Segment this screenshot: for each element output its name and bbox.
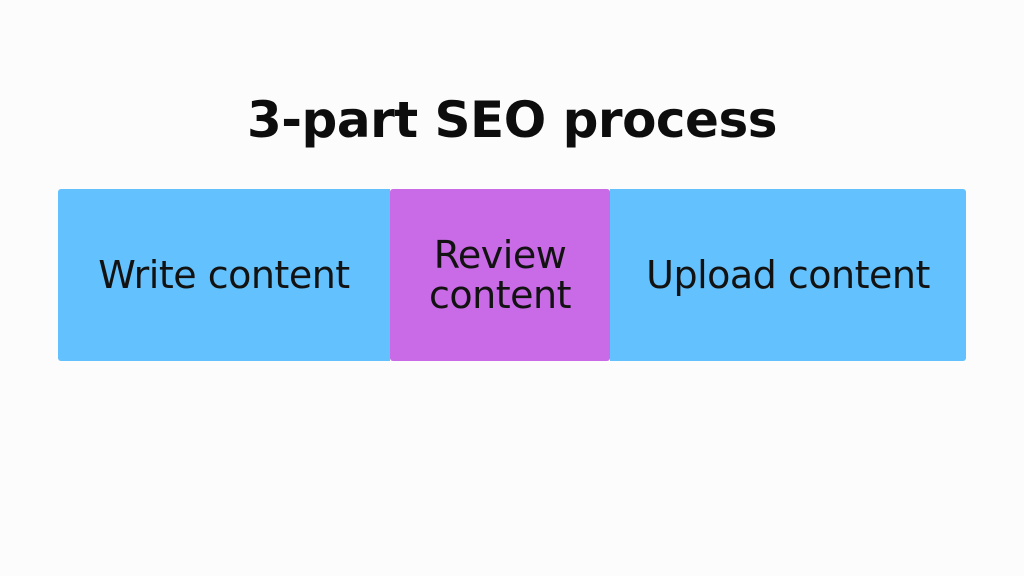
step-label: Review content [429, 233, 572, 317]
step-label: Write content [98, 253, 350, 297]
diagram-title: 3-part SEO process [247, 91, 778, 149]
process-flow: Write content Review content Upload cont… [58, 189, 966, 361]
step-write-content: Write content [58, 189, 390, 361]
step-review-content: Review content [390, 189, 610, 361]
step-label: Upload content [646, 253, 930, 297]
step-upload-content: Upload content [610, 189, 966, 361]
